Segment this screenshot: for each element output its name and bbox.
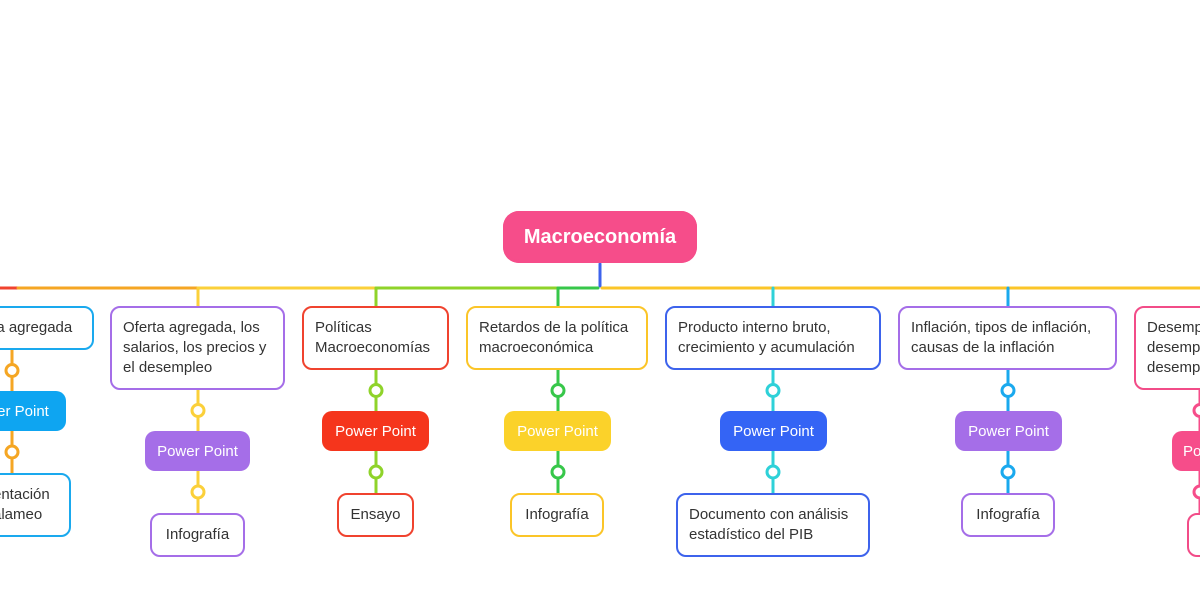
leaf-label: entación alameo [0, 486, 50, 523]
badge-power-point[interactable]: er Point [0, 391, 66, 431]
leaf-node-infografia[interactable]: Infografía [510, 493, 604, 537]
leaf-node-infografia[interactable]: Infografía [150, 513, 245, 557]
badge-label: er Point [0, 402, 49, 420]
leaf-node-partial[interactable] [1187, 513, 1200, 557]
connector-node-dot [1192, 403, 1200, 418]
topic-label: Desemp desemp desemp [1147, 319, 1200, 376]
badge-power-point[interactable]: Po [1172, 431, 1200, 471]
badge-power-point[interactable]: Power Point [504, 411, 611, 451]
connector-node-dot [550, 383, 566, 398]
topic-node-oferta-agregada[interactable]: Oferta agregada, los salarios, los preci… [110, 306, 285, 390]
connector-node-dot [190, 484, 206, 500]
leaf-label: Infografía [165, 526, 230, 543]
badge-label: Power Point [335, 422, 416, 440]
connector-node-dot [1000, 464, 1016, 480]
leaf-node-presentacion[interactable]: entación alameo [0, 473, 71, 537]
badge-label: Power Point [157, 442, 238, 460]
connector-node-dot [368, 383, 384, 398]
connector-node-dot [550, 464, 566, 480]
topic-node-inflacion[interactable]: Inflación, tipos de inflación, causas de… [898, 306, 1117, 370]
badge-power-point[interactable]: Power Point [720, 411, 827, 451]
topic-label: Retardos de la política macroeconómica [479, 319, 629, 356]
connector-node-dot [765, 383, 781, 398]
badge-power-point[interactable]: Power Point [145, 431, 250, 471]
badge-power-point[interactable]: Power Point [955, 411, 1062, 451]
badge-power-point[interactable]: Power Point [322, 411, 429, 451]
leaf-label: Documento con análisis estadístico del P… [689, 506, 849, 543]
connector-node-dot [1192, 484, 1200, 500]
leaf-label: Ensayo [350, 506, 401, 523]
topic-node-desempleo[interactable]: Desemp desemp desemp [1134, 306, 1200, 390]
root-node[interactable]: Macroeconomía [503, 211, 697, 263]
badge-label: Power Point [733, 422, 814, 440]
leaf-node-documento-pib[interactable]: Documento con análisis estadístico del P… [676, 493, 870, 557]
connector-node-dot [190, 403, 206, 418]
badge-label: Power Point [968, 422, 1049, 440]
topic-label: Oferta agregada, los salarios, los preci… [123, 319, 267, 376]
topic-label: la agregada [0, 319, 73, 336]
connector-node-dot [4, 363, 20, 378]
topic-label: Políticas Macroeconomías [315, 319, 431, 356]
badge-label: Po [1183, 442, 1200, 460]
topic-label: Producto interno bruto, crecimiento y ac… [678, 319, 855, 356]
badge-label: Power Point [517, 422, 598, 440]
leaf-label: Infografía [525, 506, 589, 523]
connector-node-dot [368, 464, 384, 480]
topic-node-retardos[interactable]: Retardos de la política macroeconómica [466, 306, 648, 370]
topic-node-politicas[interactable]: Políticas Macroeconomías [302, 306, 449, 370]
connector-node-dot [4, 444, 20, 460]
connector-node-dot [1000, 383, 1016, 398]
leaf-label: Infografía [976, 506, 1040, 523]
topic-node-demanda[interactable]: la agregada [0, 306, 94, 350]
topic-label: Inflación, tipos de inflación, causas de… [911, 319, 1092, 356]
topic-node-pib[interactable]: Producto interno bruto, crecimiento y ac… [665, 306, 881, 370]
connector-node-dot [765, 464, 781, 480]
leaf-node-ensayo[interactable]: Ensayo [337, 493, 414, 537]
leaf-node-infografia[interactable]: Infografía [961, 493, 1055, 537]
